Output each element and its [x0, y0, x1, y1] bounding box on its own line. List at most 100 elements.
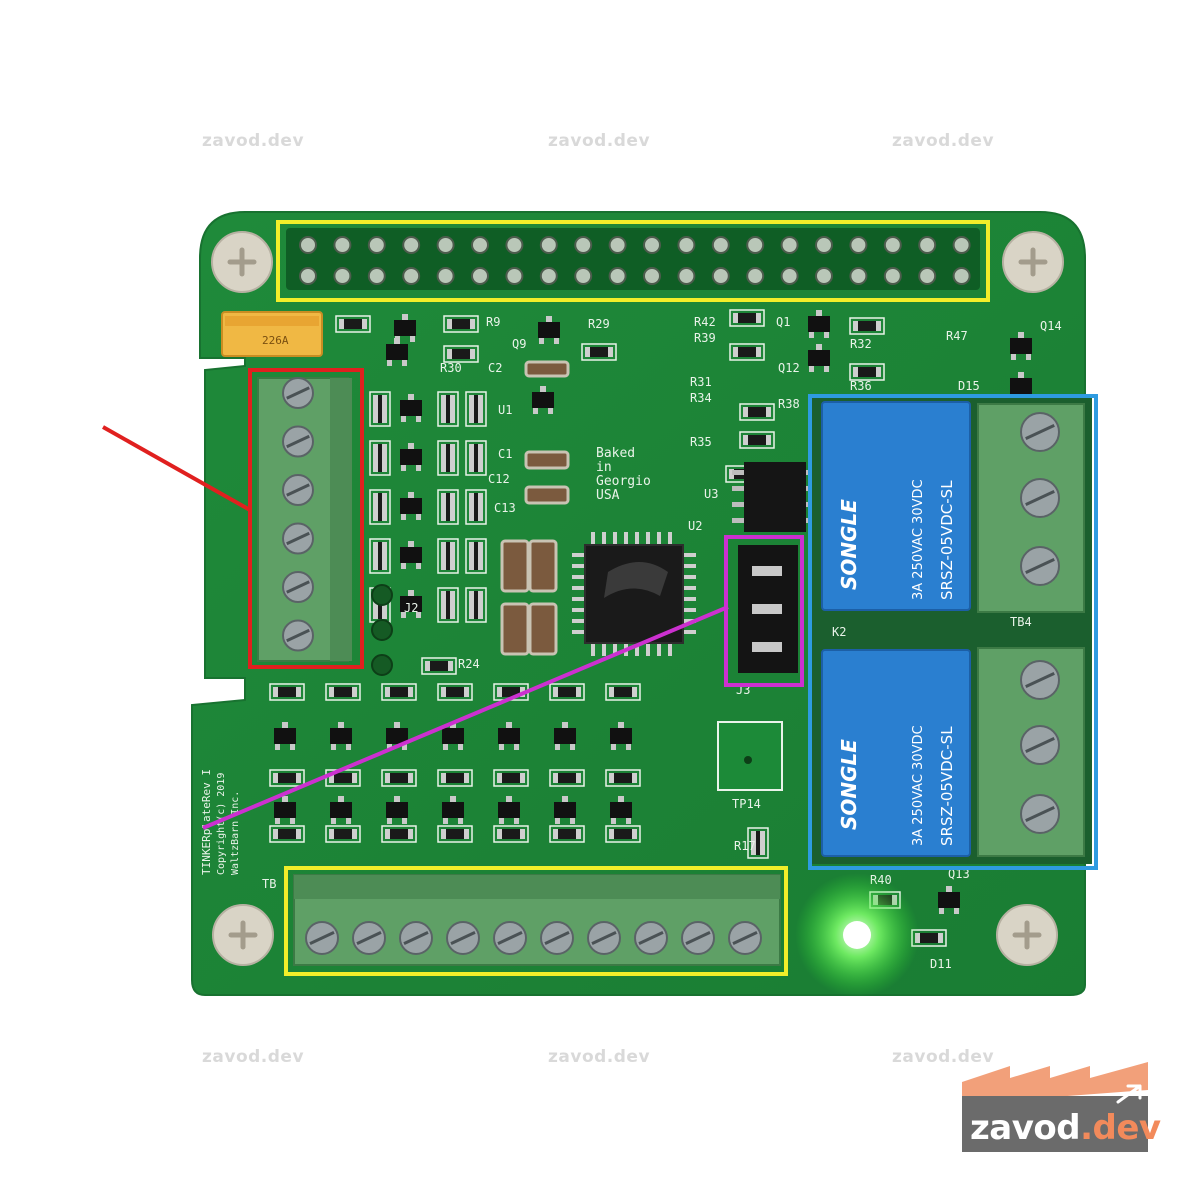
silk-ref-label: R38: [778, 397, 800, 411]
gpio-pin: [471, 267, 489, 285]
smd-resistor: [437, 489, 459, 525]
gpio-pin: [780, 236, 799, 254]
smd-resistor: [465, 440, 487, 476]
gpio-pin: [505, 236, 524, 254]
logo-accent-text: .dev: [1080, 1108, 1161, 1148]
smd-transistor: [274, 796, 296, 824]
smd-transistor: [400, 394, 422, 422]
watermark-text: zavod.dev: [892, 131, 995, 151]
terminal-screw: [1020, 478, 1060, 518]
silk-baked-4: USA: [596, 488, 620, 503]
relay-rating: 3A 250VAC 30VDC: [911, 479, 926, 600]
silk-ref-label: R31: [690, 375, 712, 389]
terminal-screw: [282, 425, 314, 458]
gpio-pin: [608, 236, 627, 254]
smd-transistor: [610, 722, 632, 750]
silk-ref-label: C1: [498, 447, 512, 461]
smd-transistor: [330, 722, 352, 750]
smd-transistor: [386, 338, 408, 366]
annotations: [102, 220, 1098, 976]
smd-transistor: [808, 310, 830, 338]
silk-ref-label: D15: [958, 379, 980, 393]
gpio-pin: [402, 236, 421, 254]
terminal-screw: [282, 474, 314, 506]
smd-resistor: [369, 489, 391, 525]
gpio-pin: [746, 267, 765, 285]
smd-resistor: [747, 827, 769, 859]
terminal-screw: [399, 921, 433, 955]
relay-brand: SONGLE: [837, 739, 861, 830]
smd-resistor: [269, 683, 305, 701]
smd-resistor: [437, 683, 473, 701]
smd-transistor: [330, 796, 352, 824]
watermark-text: zavod.dev: [892, 1047, 995, 1067]
silk-ref-label: R24: [458, 657, 480, 671]
power-led: [795, 873, 919, 997]
gpio-pin: [711, 267, 730, 285]
watermark-text: zavod.dev: [202, 1047, 305, 1067]
bottom-terminal-block: [293, 874, 781, 966]
gpio-pin: [952, 236, 971, 254]
gpio-pin: [436, 267, 455, 285]
silk-ref-label: R29: [588, 317, 610, 331]
smd-transistor: [400, 590, 422, 618]
silk-ref-label: C2: [488, 361, 502, 375]
gpio-pin: [883, 267, 902, 285]
silk-ref-label: C12: [488, 472, 510, 486]
smd-transistor: [554, 722, 576, 750]
smd-transistor: [554, 796, 576, 824]
terminal-screw: [282, 571, 314, 603]
gpio-pin: [402, 267, 421, 285]
smd-resistor: [465, 391, 487, 427]
silk-ref-label: Q14: [1040, 319, 1062, 333]
terminal-screw: [493, 921, 527, 955]
left-terminal-pointer-line: [102, 425, 251, 512]
gpio-pin: [539, 267, 558, 285]
watermark-text: zavod.dev: [202, 131, 305, 151]
silk-baked-3: Georgio: [596, 474, 651, 489]
gpio-pin: [367, 267, 386, 285]
jumper-block: [738, 545, 798, 673]
gpio-pin: [746, 236, 765, 254]
silk-ref-label: Q13: [948, 867, 970, 881]
gpio-pin: [849, 267, 868, 285]
terminal-screw: [587, 921, 621, 955]
silk-copyright-1: TINKERplateRev I: [200, 769, 213, 875]
silk-ref-label: R42: [694, 315, 716, 329]
terminal-screw: [282, 377, 314, 409]
silk-ref-label: Q1: [776, 315, 790, 329]
smd-resistor: [605, 769, 641, 787]
smd-transistor: [400, 443, 422, 471]
gpio-pin: [574, 236, 593, 254]
gpio-pin: [436, 236, 455, 254]
silk-ref-label: R17: [734, 839, 756, 853]
smd-resistor: [605, 825, 641, 843]
smd-resistor: [849, 363, 885, 381]
logo-wordmark: zavod.dev: [970, 1108, 1161, 1148]
smd-resistor: [739, 403, 775, 421]
smd-transistor: [400, 541, 422, 569]
terminal-screw: [282, 522, 314, 555]
silk-ref-label: J2: [404, 601, 418, 615]
smd-resistor: [421, 657, 457, 675]
smd-resistor: [269, 769, 305, 787]
relay-highlight-box: [808, 394, 1098, 870]
smd-resistor: [465, 587, 487, 623]
smd-resistor: [381, 769, 417, 787]
terminal-screw: [1020, 546, 1060, 586]
gpio-pin: [333, 267, 352, 285]
smd-resistor: [443, 315, 479, 333]
microcontroller-chip: [572, 532, 696, 656]
silk-ref-label: Q12: [778, 361, 800, 375]
tantalum-capacitor: 226A: [221, 311, 323, 357]
gpio-pin: [574, 267, 593, 285]
smd-resistor: [493, 769, 529, 787]
smd-transistor: [610, 796, 632, 824]
smd-transistor: [1010, 332, 1032, 360]
gpio-pin: [505, 267, 524, 285]
smd-transistor: [442, 796, 464, 824]
smd-resistor: [729, 343, 765, 361]
arrow-icon: [1116, 1084, 1142, 1104]
silk-ref-label: R39: [694, 331, 716, 345]
